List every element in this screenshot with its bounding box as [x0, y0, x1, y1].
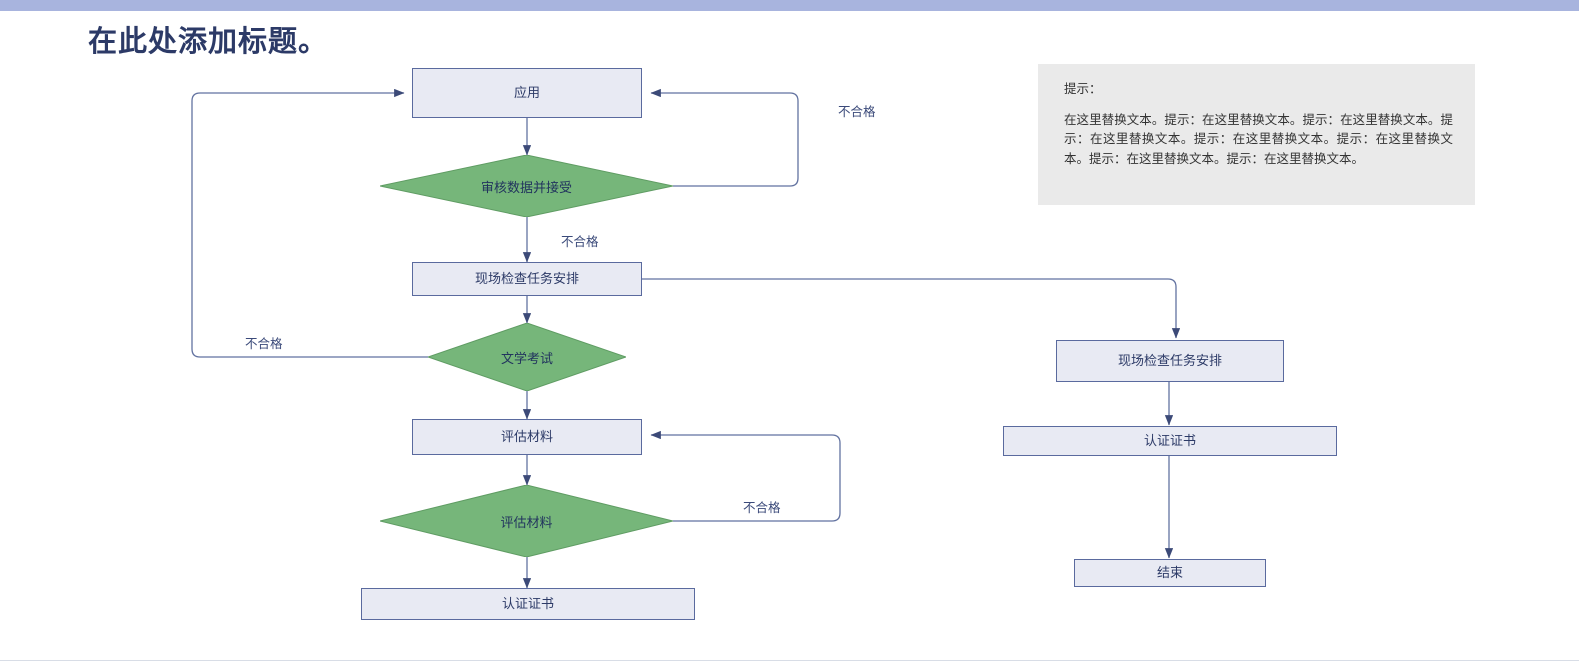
note-panel: 提示： 在这里替换文本。提示：在这里替换文本。提示：在这里替换文本。提示：在这里…: [1038, 64, 1475, 205]
node-label: 认证证书: [1143, 433, 1196, 449]
node-evaluation-materials-decision[interactable]: 评估材料: [380, 485, 673, 557]
node-evaluation-materials-box[interactable]: 评估材料: [412, 419, 642, 455]
edge-label-exam-fail: 不合格: [245, 337, 283, 351]
node-application[interactable]: 应用: [412, 68, 642, 118]
node-label: 审核数据并接受: [480, 179, 572, 195]
node-onsite-inspection-task-left[interactable]: 现场检查任务安排: [412, 262, 642, 296]
note-body: 在这里替换文本。提示：在这里替换文本。提示：在这里替换文本。提示：在这里替换文本…: [1064, 113, 1453, 166]
page-title: 在此处添加标题。: [88, 26, 329, 58]
edge-label-review-pass-fail: 不合格: [561, 235, 599, 249]
node-label: 应用: [513, 85, 540, 101]
edge-label-evaluation-fail: 不合格: [743, 501, 781, 515]
node-label: 结束: [1156, 565, 1183, 581]
node-onsite-inspection-task-right[interactable]: 现场检查任务安排: [1056, 340, 1284, 382]
node-label: 现场检查任务安排: [1117, 353, 1222, 369]
diamond-shape: [380, 485, 673, 557]
node-label: 认证证书: [501, 596, 554, 612]
node-label: 评估材料: [500, 514, 553, 530]
diamond-shape: [428, 323, 626, 391]
node-review-data-accept[interactable]: 审核数据并接受: [380, 155, 673, 217]
node-label: 评估材料: [500, 429, 553, 445]
note-heading: 提示：: [1064, 82, 1102, 96]
node-certification-certificate-left[interactable]: 认证证书: [361, 588, 695, 620]
node-end[interactable]: 结束: [1074, 559, 1266, 587]
accent-top-bar: [0, 0, 1579, 11]
edge-label-review-fail: 不合格: [838, 105, 876, 119]
node-certification-certificate-right[interactable]: 认证证书: [1003, 426, 1337, 456]
node-literature-exam[interactable]: 文学考试: [428, 323, 626, 391]
node-label: 现场检查任务安排: [474, 271, 579, 287]
diamond-shape: [380, 155, 673, 217]
node-label: 文学考试: [500, 350, 553, 366]
